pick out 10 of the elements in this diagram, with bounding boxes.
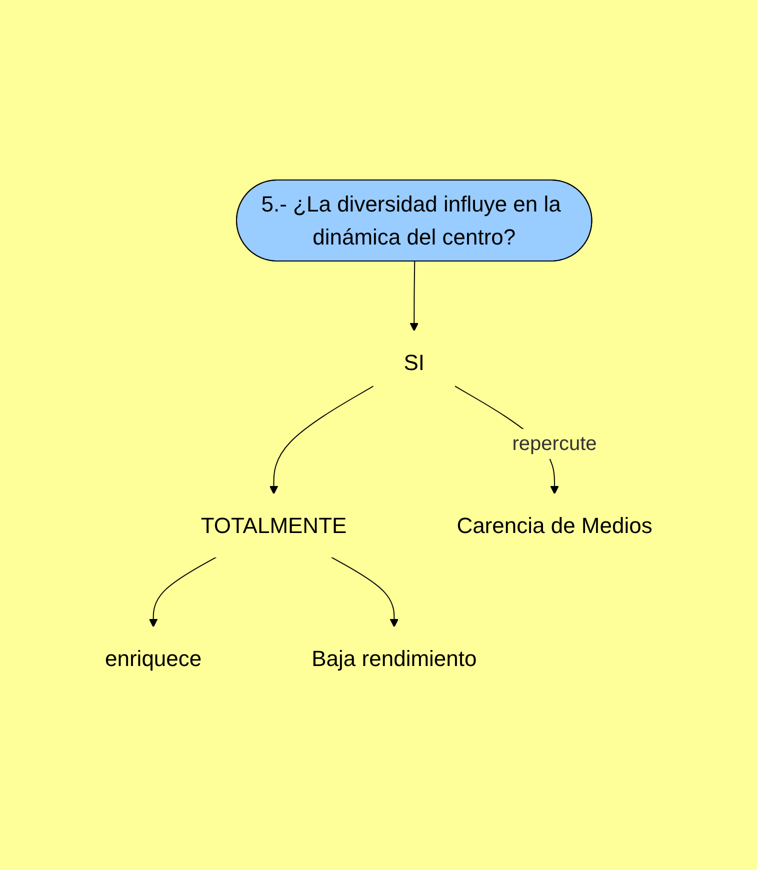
arrow [410,261,418,332]
arrow [269,385,374,494]
node-text: Baja rendimiento [311,646,477,671]
node-text: enriquece [104,646,202,671]
node-text: TOTALMENTE [200,512,347,538]
node-text: Carencia de Medios [456,512,652,538]
arrow [148,556,218,628]
arrow [330,556,398,628]
node-text: SI [404,350,424,375]
edge-label: repercute [512,432,597,455]
